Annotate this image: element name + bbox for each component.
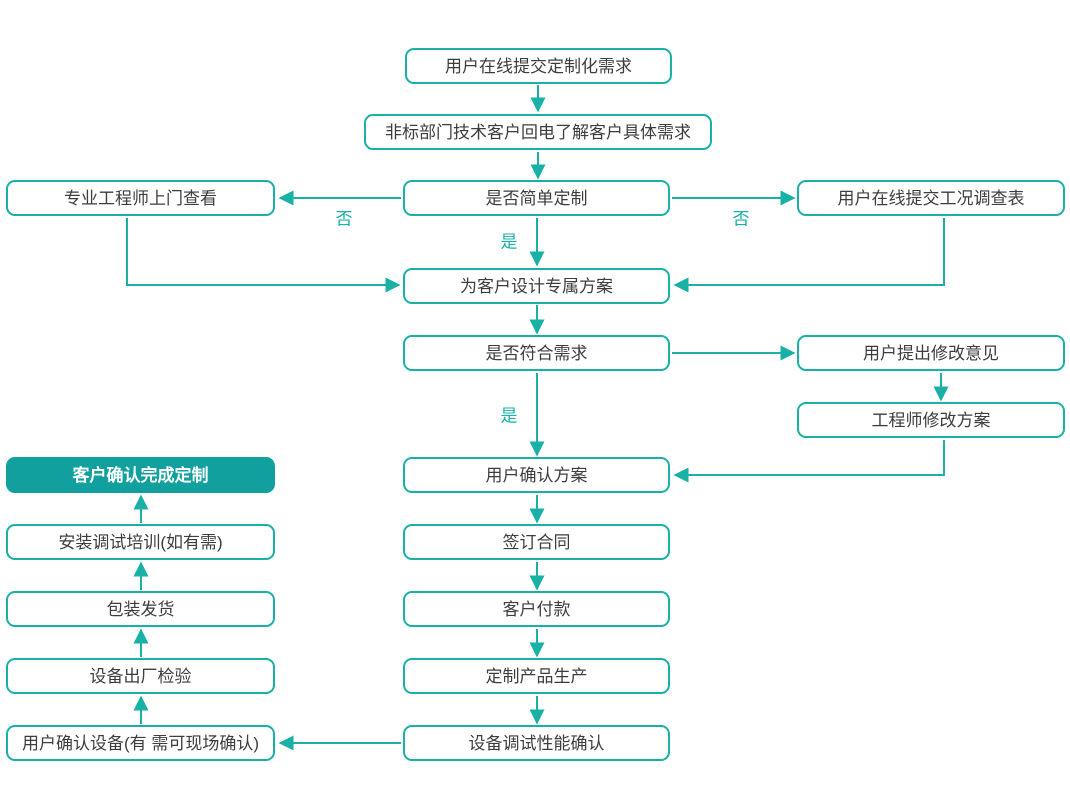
edge-revise-to-confirm-plan [673,440,945,483]
node-factory-inspection: 设备出厂检验 [6,658,275,694]
node-submit-request: 用户在线提交定制化需求 [405,48,672,84]
node-simple-custom-decision: 是否简单定制 [403,180,670,216]
edge-label-yes-top: 是 [500,232,518,252]
node-sign-contract: 签订合同 [403,524,670,560]
edge-label-no-left: 否 [335,209,353,229]
node-callback-detail: 非标部门技术客户回电了解客户具体需求 [364,114,712,150]
node-design-plan: 为客户设计专属方案 [403,268,670,304]
edge-label-no-right: 否 [732,209,750,229]
node-custom-complete: 客户确认完成定制 [6,457,275,493]
node-user-feedback: 用户提出修改意见 [797,335,1065,371]
node-customer-payment: 客户付款 [403,591,670,627]
node-submit-survey: 用户在线提交工况调查表 [797,180,1065,216]
node-debug-confirm: 设备调试性能确认 [403,725,670,761]
node-install-training: 安装调试培训(如有需) [6,524,275,560]
node-production: 定制产品生产 [403,658,670,694]
node-user-confirm-device: 用户确认设备(有 需可现场确认) [6,725,275,761]
edge-label-yes-bottom: 是 [500,406,518,426]
node-meet-needs-decision: 是否符合需求 [403,335,670,371]
node-packing-shipping: 包装发货 [6,591,275,627]
node-engineer-revise: 工程师修改方案 [797,402,1065,438]
edge-visit-to-design [126,218,401,293]
edge-survey-to-design [673,218,945,293]
node-engineer-visit: 专业工程师上门查看 [6,180,275,216]
node-user-confirm-plan: 用户确认方案 [403,457,670,493]
